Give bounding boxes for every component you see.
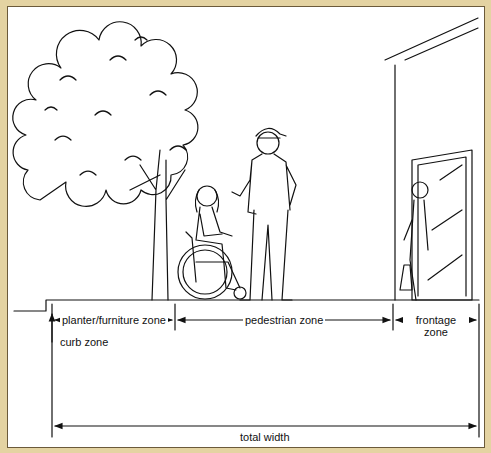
frame-panel xyxy=(7,6,485,448)
zone-label: pedestrian zone xyxy=(243,314,325,326)
tree-leaf-detail xyxy=(45,37,186,175)
sidewalk-surface xyxy=(14,300,479,311)
total-width-label: total width xyxy=(238,431,292,443)
building-facade xyxy=(385,18,478,300)
zone-label: curb zone xyxy=(58,336,110,348)
tree-trunk xyxy=(130,150,185,300)
zone-label: planter/furniture zone xyxy=(60,314,168,326)
standing-man xyxy=(232,128,296,300)
tree-canopy xyxy=(13,22,198,207)
zone-label: frontage zone xyxy=(403,314,469,338)
dimension-line xyxy=(55,425,476,426)
dimension-ticks xyxy=(52,304,479,437)
wheelchair-user xyxy=(178,186,246,299)
curb-arrow xyxy=(51,314,52,342)
